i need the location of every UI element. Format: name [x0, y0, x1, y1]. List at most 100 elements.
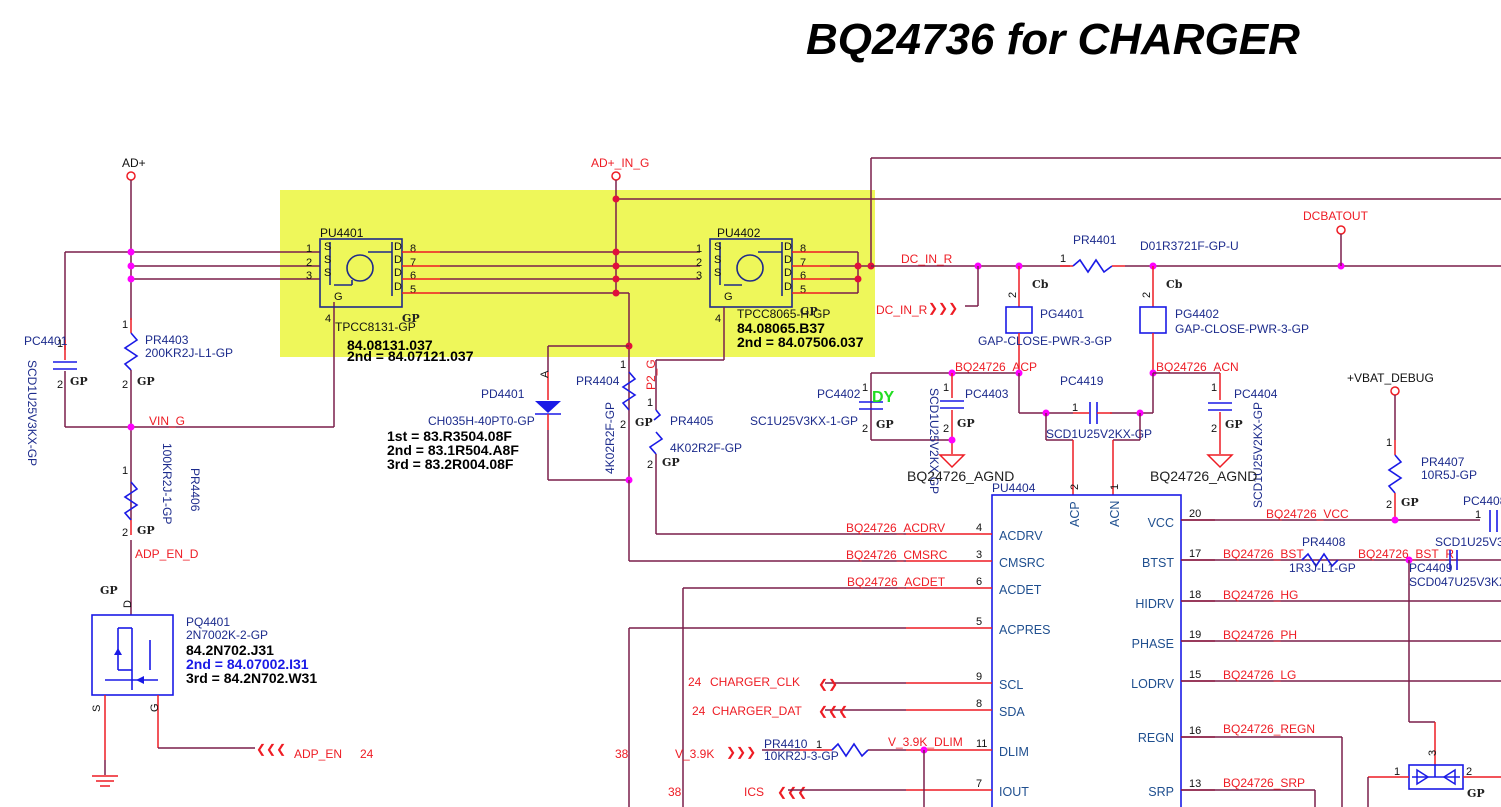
- svg-text:GAP-CLOSE-PWR-3-GP: GAP-CLOSE-PWR-3-GP: [978, 334, 1112, 348]
- port-charger-clk-arrows: ❮❯: [818, 677, 838, 691]
- capacitor-pc4401: PC4401 SCD1U25V3KX-GP 12 GP: [24, 334, 88, 466]
- svg-text:PD4401: PD4401: [481, 387, 525, 401]
- svg-text:6: 6: [410, 270, 416, 282]
- svg-text:D: D: [784, 254, 792, 266]
- highlight-region: [280, 190, 875, 357]
- svg-text:4K02R2F-GP: 4K02R2F-GP: [670, 441, 742, 455]
- svg-text:2: 2: [620, 419, 626, 431]
- svg-text:SCD1U25V2KX-GP: SCD1U25V2KX-GP: [1046, 427, 1152, 441]
- svg-text:4: 4: [715, 313, 721, 325]
- svg-text:D: D: [122, 600, 134, 608]
- svg-text:2: 2: [57, 379, 63, 391]
- ic-pin-label-dlim: DLIM: [999, 745, 1029, 759]
- svg-text:GP: GP: [70, 375, 88, 388]
- net-regn: BQ24726_REGN: [1223, 722, 1315, 736]
- svg-text:S: S: [714, 254, 721, 266]
- ic-pin-number: 13: [1189, 778, 1201, 790]
- svg-text:G: G: [149, 703, 161, 712]
- svg-text:PR4405: PR4405: [670, 414, 714, 428]
- svg-text:Cb: Cb: [1032, 278, 1049, 291]
- svg-text:4K02R2F-GP: 4K02R2F-GP: [603, 402, 617, 474]
- svg-text:PC4408: PC4408: [1463, 494, 1501, 508]
- net-charger-dat: CHARGER_DAT: [712, 704, 802, 718]
- svg-text:1: 1: [816, 739, 822, 751]
- svg-text:GP: GP: [635, 416, 653, 429]
- ic-pin-label-acdet: ACDET: [999, 583, 1042, 597]
- net-adp-en-d: ADP_EN_D: [135, 547, 199, 561]
- svg-text:84.2N702.J31: 84.2N702.J31: [186, 642, 274, 658]
- port-adp-en-arrows: ❮❮❮: [256, 742, 286, 756]
- svg-text:PR4407: PR4407: [1421, 455, 1465, 469]
- svg-text:3: 3: [1427, 750, 1439, 756]
- svg-text:A: A: [539, 370, 551, 378]
- svg-text:GP: GP: [100, 584, 118, 597]
- port-charger-dat-arrows: ❮❮❮: [818, 704, 848, 718]
- svg-text:84.08065.B37: 84.08065.B37: [737, 320, 825, 336]
- ic-pin-label-lodrv: LODRV: [1131, 677, 1175, 691]
- page-ref-dat: 24: [692, 704, 706, 718]
- net-ics: ICS: [744, 785, 764, 799]
- svg-text:3: 3: [306, 270, 312, 282]
- net-p2-g: P2_G: [644, 359, 658, 390]
- ic-pin-label-acdrv: ACDRV: [999, 529, 1043, 543]
- svg-text:PC4419: PC4419: [1060, 374, 1104, 388]
- svg-text:PG4402: PG4402: [1175, 307, 1219, 321]
- svg-text:GP: GP: [1401, 496, 1419, 509]
- port-dcbatout: [1336, 225, 1346, 235]
- svg-text:8: 8: [800, 243, 806, 255]
- svg-text:S: S: [324, 254, 331, 266]
- svg-text:3: 3: [696, 270, 702, 282]
- port-dc-in-r-arrows: ❯❯❯: [928, 301, 958, 315]
- svg-text:GP: GP: [800, 305, 818, 318]
- svg-text:7: 7: [800, 257, 806, 269]
- capacitor-pc4408: PC4408 SCD1U25V3KX-GP 1: [1435, 494, 1501, 549]
- net-v39k-dlim: V_3.9K_DLIM: [888, 735, 963, 749]
- svg-text:1: 1: [1394, 766, 1400, 778]
- svg-text:3rd = 84.2N702.W31: 3rd = 84.2N702.W31: [186, 670, 317, 686]
- svg-text:PC4403: PC4403: [965, 387, 1009, 401]
- svg-text:PR4408: PR4408: [1302, 535, 1346, 549]
- svg-text:4: 4: [325, 313, 331, 325]
- net-dc-in-r-port: DC_IN_R: [876, 303, 928, 317]
- capacitor-pc4404: PC4404 SCD1U25V2KX-GP 12 GP: [1206, 373, 1278, 508]
- svg-text:1: 1: [57, 338, 63, 350]
- svg-text:1: 1: [306, 243, 312, 255]
- ic-pin-number: 9: [976, 671, 982, 683]
- svg-text:1: 1: [1060, 253, 1066, 265]
- svg-text:S: S: [91, 705, 103, 712]
- svg-text:GP: GP: [1225, 418, 1243, 431]
- svg-text:DY: DY: [872, 389, 895, 406]
- svg-text:G: G: [724, 291, 733, 303]
- svg-text:PU4402: PU4402: [717, 226, 761, 240]
- svg-text:PR4403: PR4403: [145, 333, 189, 347]
- port-ad-plus: [126, 171, 136, 181]
- ic-pin-number: 4: [976, 522, 982, 534]
- net-vcc: BQ24726_VCC: [1266, 507, 1349, 521]
- resistor-pr4406: PR4406 100KR2J-1-GP 12 GP: [122, 443, 202, 539]
- port-ics-arrows: ❮❮❮: [777, 785, 807, 799]
- ground-symbol: [92, 775, 118, 787]
- svg-text:S: S: [714, 241, 721, 253]
- net-hg: BQ24726_HG: [1223, 588, 1298, 602]
- net-agnd-2: BQ24726_AGND: [1150, 468, 1257, 484]
- port-ad-in-g-label: AD+_IN_G: [591, 156, 649, 170]
- svg-text:1: 1: [862, 382, 868, 394]
- svg-text:PU4401: PU4401: [320, 226, 364, 240]
- net-acdrv: BQ24726_ACDRV: [846, 521, 945, 535]
- ic-pin-number: 16: [1189, 725, 1201, 737]
- svg-text:TPCC8131-GP: TPCC8131-GP: [335, 320, 416, 334]
- svg-text:2: 2: [647, 459, 653, 471]
- svg-text:SCD047U25V3KX-GP: SCD047U25V3KX-GP: [1409, 575, 1501, 589]
- mosfet-pq4401: PQ4401 2N7002K-2-GP 84.2N702.J31 2nd = 8…: [91, 584, 317, 760]
- svg-text:SCD1U25V2KX-GP: SCD1U25V2KX-GP: [1251, 402, 1265, 508]
- svg-text:GP: GP: [137, 375, 155, 388]
- ic-pin-label-sda: SDA: [999, 705, 1025, 719]
- ic-pin-label-btst: BTST: [1142, 556, 1174, 570]
- ic-pin-number: 3: [976, 549, 982, 561]
- net-bst-r: BQ24726_BST_R: [1358, 547, 1454, 561]
- ic-pin-label-scl: SCL: [999, 678, 1023, 692]
- ic-pin-number: 7: [976, 778, 982, 790]
- svg-text:2: 2: [1141, 292, 1153, 298]
